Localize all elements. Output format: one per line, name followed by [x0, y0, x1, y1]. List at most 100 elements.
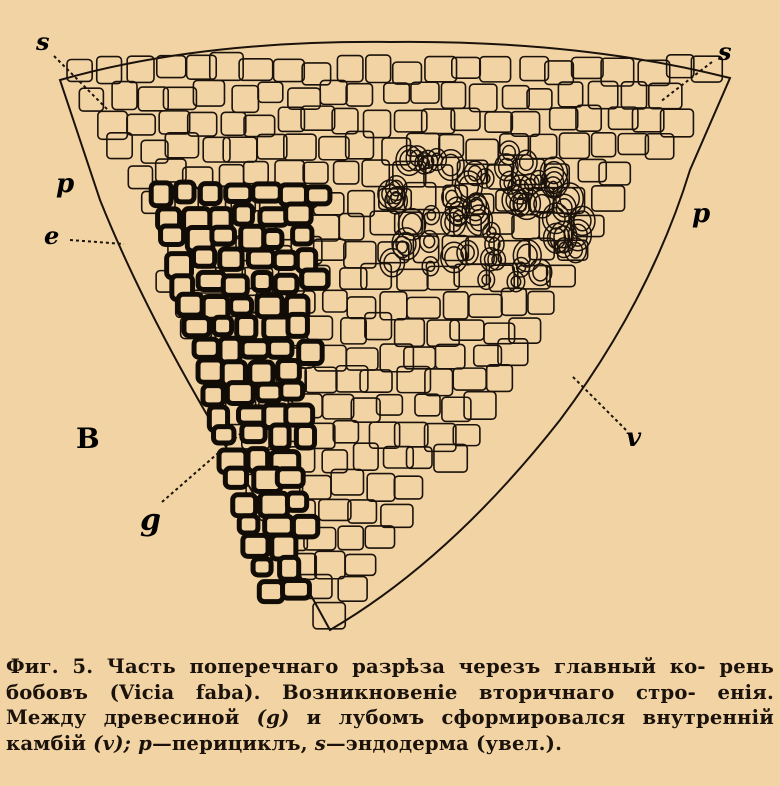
phloem-cell-wall [481, 274, 492, 286]
label-e-left: e [44, 221, 59, 250]
phloem-cell-wall [487, 248, 507, 271]
parenchyma-cell [312, 601, 347, 630]
parenchyma-cell [192, 79, 226, 107]
figure-labels: s s p p e B g v [35, 27, 732, 538]
caption-line4-b: —перициклъ, [152, 731, 308, 755]
parenchyma-cell [690, 55, 724, 83]
xylem-vessel [268, 422, 292, 451]
parenchyma-cell [379, 343, 415, 373]
phloem-cell-wall [440, 207, 467, 238]
parenchyma-cell [434, 343, 466, 370]
parenchyma-cell [440, 81, 467, 110]
phloem-cell-wall [426, 209, 437, 221]
xylem-vessel [211, 314, 235, 338]
phloem-cell-wall [383, 252, 402, 273]
phloem-cell-wall [444, 246, 464, 269]
phloem-cell-wall [539, 156, 569, 189]
xylem-vessel [240, 532, 271, 559]
xylem-vessel [274, 466, 306, 489]
parenchyma-cell [364, 311, 393, 341]
phloem-cell-wall [554, 237, 574, 259]
parenchyma-cell [508, 317, 542, 344]
parenchyma-cell [382, 82, 411, 104]
parenchyma-cell [321, 393, 355, 420]
parenchyma-cell [97, 110, 129, 141]
parenchyma-cell [350, 397, 381, 423]
parenchyma-cell [330, 468, 365, 496]
root-cross-section-drawing: s s p p e B g v [35, 27, 732, 632]
parenchyma-cell [488, 211, 515, 235]
parenchyma-cell [405, 446, 433, 470]
parenchyma-cell [78, 87, 105, 112]
leader-v [571, 375, 627, 431]
xylem-vessel [275, 358, 302, 384]
parenchyma-cell [587, 80, 619, 110]
parenchyma-cell [511, 213, 541, 240]
parenchyma-cell [272, 58, 306, 83]
phloem-cell-wall [448, 200, 467, 221]
caption-p-marker: p [138, 731, 153, 755]
phloem-cell-wall [497, 157, 515, 177]
parenchyma-cell [500, 287, 528, 317]
phloem-cell-wall [547, 180, 559, 193]
parenchyma-cell [644, 132, 675, 160]
xylem-vessel [277, 554, 302, 582]
parenchyma-cell [665, 53, 695, 79]
xylem-vessel [247, 359, 276, 387]
parenchyma-cell [95, 55, 123, 85]
phloem-cell-wall [388, 179, 404, 197]
figure-caption: Фиг. 5. Часть поперечнаго разрѣза черезъ… [6, 654, 774, 756]
xylem-vessel [278, 379, 306, 402]
phloem-cell-wall [501, 144, 517, 161]
xylem-vessel [290, 513, 321, 540]
parenchyma-cell [155, 54, 187, 79]
phloem-cell-wall [463, 160, 487, 187]
parenchyma-cell [637, 59, 671, 87]
parenchyma-cell [106, 131, 134, 160]
phloem-cell-wall [448, 205, 468, 227]
phloem-cell-wall [503, 175, 517, 191]
parenchyma-cell [423, 211, 451, 235]
xylem-vessel [200, 383, 226, 408]
parenchyma-cell [185, 54, 218, 81]
parenchyma-cell [312, 238, 347, 262]
phloem-cell-wall [558, 241, 570, 254]
phloem-cell-wall [491, 253, 503, 267]
xylem-vessel [245, 247, 277, 270]
xylem-vessel [283, 402, 316, 428]
xylem-vessel [239, 421, 268, 445]
parenchyma-cell [305, 315, 334, 341]
parenchyma-cell [361, 159, 391, 188]
xylem-vessel [175, 291, 205, 318]
phloem-cell-wall [515, 261, 527, 274]
root-cross-section-figure: s s p p e B g v [35, 27, 732, 632]
parenchyma-cell [450, 107, 481, 132]
parenchyma-cell [220, 111, 247, 137]
parenchyma-cell [331, 107, 359, 135]
phloem-cell-wall [512, 187, 542, 221]
caption-line2: рень бобовъ (Vicia faba). Возникновеніе … [6, 655, 774, 704]
parenchyma-cell [449, 319, 485, 341]
parenchyma-cell [433, 443, 469, 473]
xylem-vessel [262, 513, 295, 538]
parenchyma-cell [243, 114, 276, 138]
phloem-cell-wall [388, 192, 405, 210]
phloem-cell-wall [460, 244, 475, 261]
parenchyma-cell [301, 62, 332, 86]
caption-s-marker: s [314, 731, 326, 755]
parenchyma-cell [442, 291, 469, 320]
xylem-vessel [257, 490, 291, 519]
phloem-cell-wall [466, 192, 488, 216]
xylem-vessel [217, 335, 243, 365]
phloem-cell-wall [509, 192, 531, 218]
parenchyma-cell [300, 105, 336, 132]
xylem-vessel [250, 269, 274, 294]
label-p-left: p [56, 169, 74, 199]
caption-fig-label: Фиг. 5. [6, 655, 94, 678]
parenchyma-cell [484, 111, 514, 133]
phloem-cell-wall [425, 260, 436, 272]
xylem-vessel [231, 202, 255, 227]
parenchyma-cell [529, 133, 558, 160]
parenchyma-cell [577, 158, 608, 183]
xylem-vessel [290, 223, 315, 247]
